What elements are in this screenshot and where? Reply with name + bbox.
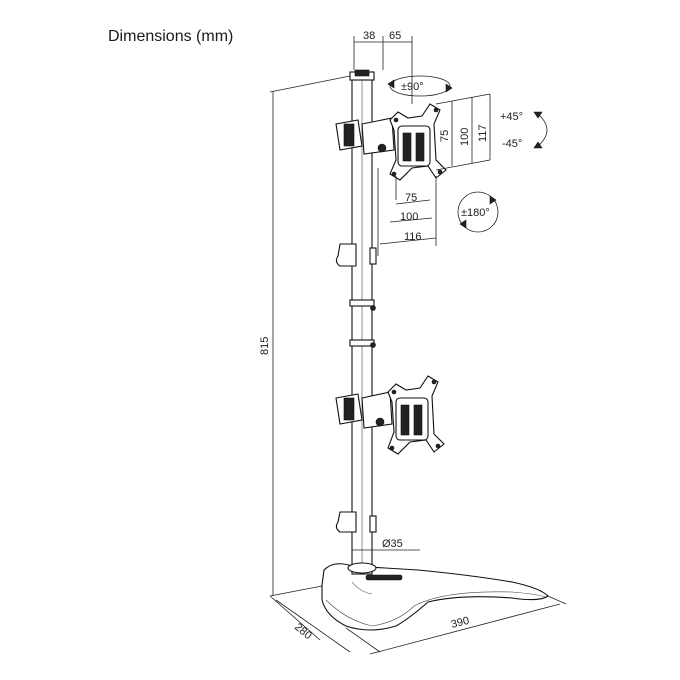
rotate-180-indicator xyxy=(457,191,499,233)
lower-vesa-plate xyxy=(387,375,445,455)
dim-tilt-up: +45° xyxy=(500,111,523,123)
diagram-title: Dimensions (mm) xyxy=(108,28,234,45)
dim-rotate-90: ±90° xyxy=(401,81,424,93)
dim-rotate-180: ±180° xyxy=(461,207,490,219)
dim-38: 38 xyxy=(363,30,375,42)
cable-clip-lower xyxy=(335,511,377,533)
upper-vesa-plate xyxy=(389,103,447,181)
tilt-indicator xyxy=(533,111,548,149)
upper-mount-bracket xyxy=(335,117,395,155)
cable-clip-upper xyxy=(335,243,377,267)
dim-h116: 116 xyxy=(404,231,422,243)
dim-tilt-down: -45° xyxy=(502,138,522,150)
stand-base xyxy=(321,563,549,631)
dim-v117: 117 xyxy=(477,124,489,142)
lower-mount-bracket xyxy=(335,391,393,429)
dim-height-815: 815 xyxy=(259,337,271,355)
dimension-lines xyxy=(269,36,567,655)
dim-h100: 100 xyxy=(400,211,418,223)
rotate-90-indicator xyxy=(387,75,453,97)
dim-v75: 75 xyxy=(439,130,451,142)
dim-v100: 100 xyxy=(459,128,471,146)
dim-pole-diameter: Ø35 xyxy=(382,538,403,550)
dim-h75: 75 xyxy=(405,192,417,204)
dim-base-width-390: 390 xyxy=(450,615,471,631)
dim-65: 65 xyxy=(389,30,401,42)
